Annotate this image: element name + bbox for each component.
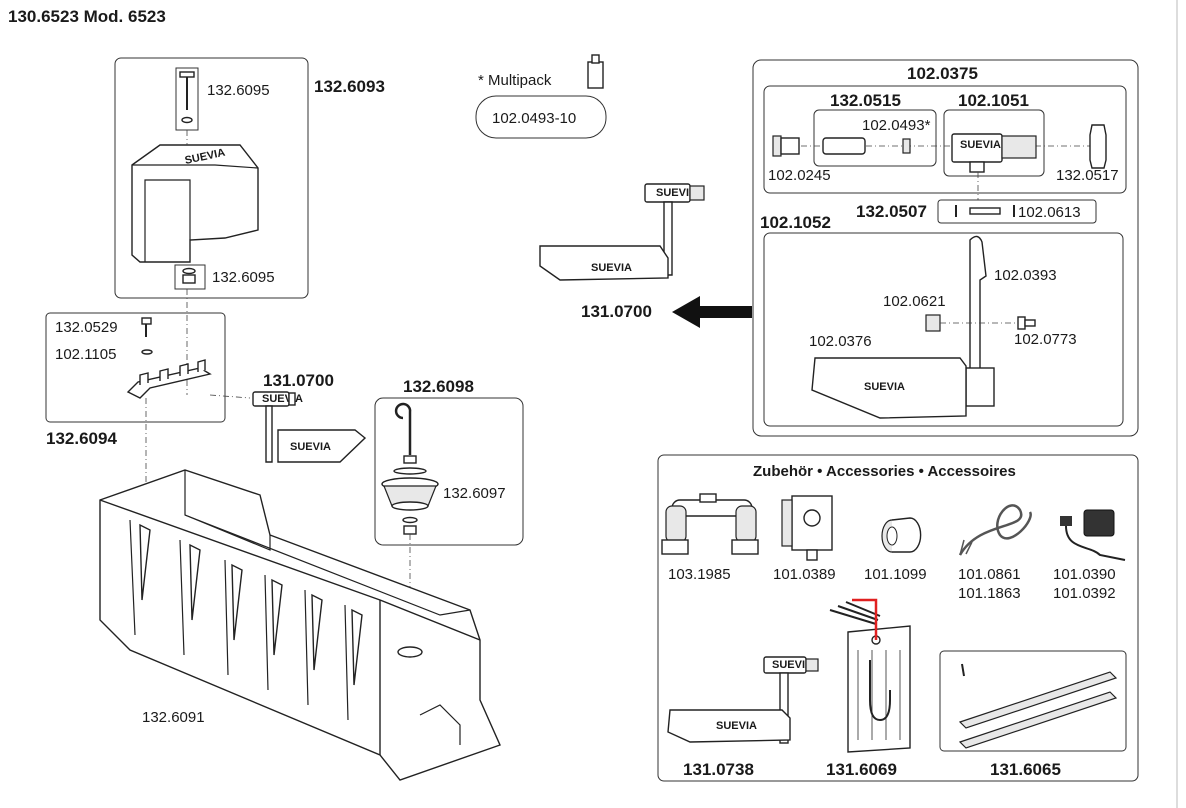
- label-102-1051: 102.1051: [958, 91, 1029, 110]
- label-102-0393: 102.0393: [994, 267, 1057, 284]
- multipack-code: 102.0493-10: [492, 110, 576, 127]
- nut-bottom-box: [174, 264, 206, 290]
- rails-box: [939, 650, 1127, 752]
- label-132-6095-bottom: 132.6095: [212, 269, 275, 286]
- valve-body-box: [943, 109, 1045, 177]
- valve-body-part: SUEVIA: [951, 133, 1037, 173]
- label-102-0245: 102.0245: [768, 167, 831, 184]
- main-valve-part: SUEVIA SUEVIA: [539, 183, 705, 281]
- accessories-box: [657, 454, 1139, 782]
- thermostat-part: [781, 495, 833, 561]
- screw-top-part: [179, 71, 195, 124]
- label-101-0861: 101.0861: [958, 566, 1021, 583]
- label-102-0621: 102.0621: [883, 293, 946, 310]
- arrow-left-icon: [672, 296, 752, 328]
- drain-plug-part: [381, 477, 439, 535]
- pin-part: [955, 205, 1015, 217]
- label-102-1105: 102.1105: [55, 346, 116, 363]
- label-101-0392: 101.0392: [1053, 585, 1116, 602]
- lever-part: [965, 235, 995, 407]
- label-132-6095-top: 132.6095: [207, 82, 270, 99]
- label-132-6094: 132.6094: [46, 429, 117, 448]
- small-valve-logo: SUEVIA: [262, 393, 303, 405]
- nut-right-part: [1089, 124, 1107, 169]
- label-102-0773: 102.0773: [1014, 331, 1077, 348]
- nut-bottom-part: [182, 267, 196, 284]
- pin-group-box: [937, 199, 1097, 224]
- accessory-paddle-logo: SUEVIA: [716, 720, 757, 732]
- large-paddle-part: SUEVIA: [811, 357, 967, 419]
- label-131-0700-small: 131.0700: [263, 371, 334, 390]
- label-101-1863: 101.1863: [958, 585, 1021, 602]
- label-132-6091: 132.6091: [142, 709, 205, 726]
- trough-part: [99, 469, 501, 781]
- main-valve-logo: SUEVIA: [656, 187, 697, 199]
- valve-group-box: [752, 59, 1139, 437]
- label-132-6097: 132.6097: [443, 485, 506, 502]
- bracket-group-box: [45, 312, 226, 423]
- drain-group-box: [374, 397, 524, 546]
- accessory-valve-logo: SUEVIA: [772, 659, 813, 671]
- large-paddle-logo: SUEVIA: [864, 381, 905, 393]
- label-131-0738: 131.0738: [683, 760, 754, 779]
- small-paddle-logo: SUEVIA: [290, 441, 331, 453]
- lever-group-box: [763, 232, 1124, 427]
- transformer-part: [1060, 509, 1126, 561]
- label-132-0529: 132.0529: [55, 319, 118, 336]
- sleeve-part: [881, 517, 922, 553]
- page-title: 130.6523 Mod. 6523: [8, 7, 166, 26]
- pipe-set-part: [661, 493, 759, 555]
- lever-screw-part: [1017, 316, 1036, 330]
- bracket-part: [126, 359, 212, 399]
- label-101-1099: 101.1099: [864, 566, 927, 583]
- accessory-valve-part: SUEVIA SUEVIA: [667, 656, 819, 744]
- cable-part: [958, 504, 1032, 556]
- small-valve-part: SUEVIA SUEVIA: [252, 391, 367, 463]
- multipack-note: * Multipack: [478, 72, 552, 89]
- knurled-nut-part: [925, 314, 941, 332]
- rails-part: [958, 663, 1118, 749]
- label-102-0376: 102.0376: [809, 333, 872, 350]
- nut-left-part: [772, 135, 800, 157]
- label-132-6098: 132.6098: [403, 377, 474, 396]
- label-131-0700-main: 131.0700: [581, 302, 652, 321]
- label-131-6069: 131.6069: [826, 760, 897, 779]
- multipack-icon: [587, 54, 604, 89]
- main-paddle-logo: SUEVIA: [591, 262, 632, 274]
- label-102-0613: 102.0613: [1018, 204, 1081, 221]
- label-102-0493: 102.0493*: [862, 117, 931, 134]
- valve-body-group-box: [763, 85, 1127, 194]
- plunger-part: [822, 137, 911, 155]
- label-102-0375: 102.0375: [907, 64, 978, 83]
- label-101-0390: 101.0390: [1053, 566, 1116, 583]
- bracket-screw-part: [141, 317, 153, 355]
- label-103-1985: 103.1985: [668, 566, 731, 583]
- valve-body-logo: SUEVIA: [960, 139, 1001, 151]
- cover-part: SUEVIA: [131, 144, 259, 263]
- plunger-group-box: [813, 109, 937, 167]
- cover-group-box: [114, 57, 309, 299]
- label-102-1052: 102.1052: [760, 213, 831, 232]
- accessories-heading: Zubehör • Accessories • Accessoires: [753, 463, 1016, 480]
- heater-part: [829, 598, 911, 753]
- drain-hook-part: [393, 402, 427, 475]
- axis-bracket-valve: [209, 394, 251, 399]
- label-132-6093: 132.6093: [314, 77, 385, 96]
- label-132-0515: 132.0515: [830, 91, 901, 110]
- label-131-6065: 131.6065: [990, 760, 1061, 779]
- multipack-code-box: [475, 95, 607, 139]
- label-132-0517: 132.0517: [1056, 167, 1119, 184]
- label-101-0389: 101.0389: [773, 566, 836, 583]
- label-132-0507: 132.0507: [856, 202, 927, 221]
